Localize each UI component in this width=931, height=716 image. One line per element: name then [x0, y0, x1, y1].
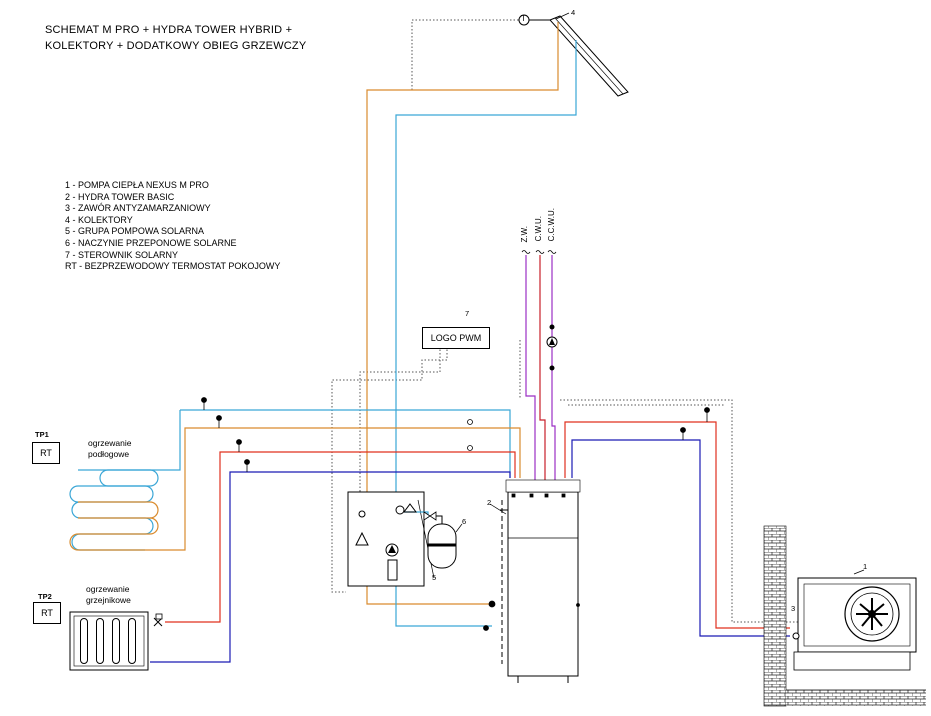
cold-water-label: Z.W. [520, 226, 529, 243]
legend-item: 1 - POMPA CIEPŁA NEXUS M PRO [65, 180, 209, 190]
expansion-vessel [423, 511, 463, 569]
pipe-break-marks [521, 250, 557, 254]
floor-heating-label-2: podłogowe [88, 449, 130, 459]
radiator-circuit [150, 451, 516, 663]
legend-item: 3 - ZAWÓR ANTYZAMARZANIOWY [65, 203, 211, 214]
controller-box: LOGO PWM [422, 327, 490, 349]
fittings [201, 397, 710, 631]
circulation-pump-icon [546, 324, 558, 371]
radiator-heating-label-1: ogrzewanie [86, 584, 130, 594]
thermostat-2-label: RT [41, 608, 53, 618]
sensor-label: T [521, 14, 526, 23]
thermostat-zone-1-label: TP1 [35, 430, 49, 439]
hydra-tower [489, 479, 581, 683]
legend-item: 4 - KOLEKTORY [65, 214, 133, 225]
underfloor-circuit [69, 409, 521, 551]
valve-number: 3 [791, 604, 796, 613]
thermostat-1-label: RT [40, 448, 52, 458]
heat-pump-lines [564, 421, 790, 637]
collector-number: 4 [571, 8, 576, 17]
solar-collector [518, 12, 629, 97]
heat-pump-number: 1 [863, 562, 868, 571]
legend-item: 7 - STEROWNIK SOLARNY [65, 249, 179, 260]
dhw-label: C.W.U. [534, 216, 543, 242]
controller-label: LOGO PWM [430, 333, 482, 343]
vessel-number: 6 [462, 517, 467, 526]
legend-item: 2 - HYDRA TOWER BASIC [65, 191, 175, 202]
legend: 1 - POMPA CIEPŁA NEXUS M PRO 2 - HYDRA T… [65, 180, 280, 273]
diagram-title-line-2: KOLEKTORY + DODATKOWY OBIEG GRZEWCZY [45, 40, 307, 52]
solar-lines [366, 22, 577, 627]
legend-item: 5 - GRUPA POMPOWA SOLARNA [65, 226, 205, 237]
diagram-title-line-1: SCHEMAT M PRO + HYDRA TOWER HYBRID + [45, 24, 293, 36]
floor-heating-label-1: ogrzewanie [88, 438, 132, 448]
radiator [69, 611, 163, 671]
legend-item: 6 - NACZYNIE PRZEPONOWE SOLARNE [65, 237, 237, 248]
thermostat-2[interactable]: RT [33, 602, 61, 624]
heat-pump-unit [763, 525, 926, 707]
radiator-heating-label-2: grzejnikowe [86, 595, 131, 605]
controller-number: 7 [465, 309, 470, 318]
solar-pump-group [347, 491, 435, 587]
dhw-circulation-label: C.C.W.U. [547, 208, 556, 242]
pump-group-number: 5 [432, 573, 437, 582]
tower-number: 2 [487, 498, 492, 507]
thermostat-1[interactable]: RT [32, 442, 60, 464]
thermostat-zone-2-label: TP2 [38, 592, 52, 601]
legend-item: RT - BEZPRZEWODOWY TERMOSTAT POKOJOWY [65, 261, 281, 272]
